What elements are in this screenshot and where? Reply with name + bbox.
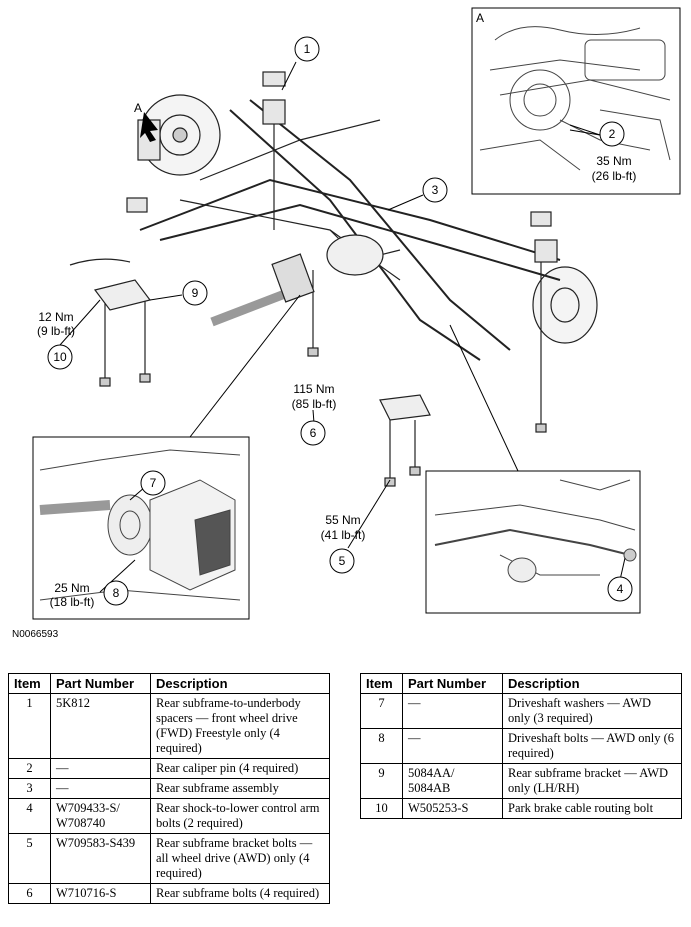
row-desc: Rear shock-to-lower control arm bolts (2… xyxy=(150,798,330,834)
table-row: 4 W709433-S/ W708740 Rear shock-to-lower… xyxy=(8,798,330,834)
parts-table-right: Item Part Number Description 7 — Drivesh… xyxy=(360,673,682,819)
row-part: W709583-S439 xyxy=(50,833,151,884)
row-item: 7 xyxy=(360,693,403,729)
callout-10: 10 xyxy=(47,344,73,370)
row-desc: Driveshaft washers — AWD only (3 require… xyxy=(502,693,682,729)
table-row: 3 — Rear subframe assembly xyxy=(8,778,330,799)
callout-2: 2 xyxy=(599,121,625,147)
row-item: 3 xyxy=(8,778,51,799)
row-item: 10 xyxy=(360,798,403,819)
callout-9: 9 xyxy=(182,280,208,306)
header-item: Item xyxy=(8,673,51,694)
row-part: 5084AA/ 5084AB xyxy=(402,763,503,799)
row-item: 4 xyxy=(8,798,51,834)
callout-1: 1 xyxy=(294,36,320,62)
row-item: 1 xyxy=(8,693,51,759)
torque-6-lbft: (85 lb-ft) xyxy=(292,397,337,411)
callout-5-label: 5 xyxy=(339,554,346,568)
row-desc: Rear subframe bracket — AWD only (LH/RH) xyxy=(502,763,682,799)
callout-7-label: 7 xyxy=(150,476,157,490)
header-description: Description xyxy=(150,673,330,694)
inset-a-label: A xyxy=(476,11,484,25)
torque-8-lbft: (18 lb-ft) xyxy=(50,595,95,609)
torque-5-nm: 55 Nm xyxy=(325,513,360,527)
inset-shock xyxy=(425,324,641,614)
row-desc: Rear subframe assembly xyxy=(150,778,330,799)
subframe-drawing xyxy=(69,71,598,487)
table-row: 9 5084AA/ 5084AB Rear subframe bracket —… xyxy=(360,763,682,799)
row-item: 2 xyxy=(8,758,51,779)
inset-a xyxy=(471,7,681,195)
table-row: 1 5K812 Rear subframe-to-underbody space… xyxy=(8,693,330,759)
callout-2-label: 2 xyxy=(609,127,616,141)
callout-3: 3 xyxy=(422,177,448,203)
callout-3-label: 3 xyxy=(432,183,439,197)
row-item: 5 xyxy=(8,833,51,884)
table-row: 7 — Driveshaft washers — AWD only (3 req… xyxy=(360,693,682,729)
callout-9-label: 9 xyxy=(192,286,199,300)
table-header-row: Item Part Number Description xyxy=(360,673,682,694)
callout-10-label: 10 xyxy=(53,350,67,364)
row-item: 6 xyxy=(8,883,51,904)
callout-5: 5 xyxy=(329,548,355,574)
row-desc: Park brake cable routing bolt xyxy=(502,798,682,819)
table-row: 2 — Rear caliper pin (4 required) xyxy=(8,758,330,779)
header-part-number: Part Number xyxy=(402,673,503,694)
row-desc: Rear subframe bolts (4 required) xyxy=(150,883,330,904)
row-desc: Rear subframe bracket bolts — all wheel … xyxy=(150,833,330,884)
callout-6: 6 xyxy=(300,420,326,446)
table-row: 5 W709583-S439 Rear subframe bracket bol… xyxy=(8,833,330,884)
row-part: W505253-S xyxy=(402,798,503,819)
row-part: — xyxy=(402,693,503,729)
callout-7: 7 xyxy=(140,470,166,496)
parts-table-left: Item Part Number Description 1 5K812 Rea… xyxy=(8,673,330,904)
callouts: 1 2 3 4 5 6 7 8 9 10 xyxy=(47,36,633,606)
torque-5-lbft: (41 lb-ft) xyxy=(321,528,366,542)
exploded-diagram: 1 2 3 4 5 6 7 8 9 10 A A 35 Nm (26 lb-ft… xyxy=(32,7,681,620)
torque-8-nm: 25 Nm xyxy=(54,581,89,595)
row-part: — xyxy=(50,758,151,779)
header-description: Description xyxy=(502,673,682,694)
header-item: Item xyxy=(360,673,403,694)
table-row: 6 W710716-S Rear subframe bolts (4 requi… xyxy=(8,883,330,904)
row-part: W710716-S xyxy=(50,883,151,904)
row-part: W709433-S/ W708740 xyxy=(50,798,151,834)
callout-4-label: 4 xyxy=(617,582,624,596)
view-arrow xyxy=(140,112,158,142)
header-part-number: Part Number xyxy=(50,673,151,694)
torque-6-nm: 115 Nm xyxy=(293,382,334,396)
row-item: 9 xyxy=(360,763,403,799)
table-row: 8 — Driveshaft bolts — AWD only (6 requi… xyxy=(360,728,682,764)
callout-6-label: 6 xyxy=(310,426,317,440)
arrow-a-label: A xyxy=(134,101,142,115)
figure-id: N0066593 xyxy=(12,629,59,640)
callout-1-label: 1 xyxy=(304,42,311,56)
torque-2-nm: 35 Nm xyxy=(596,154,631,168)
callout-4: 4 xyxy=(607,576,633,602)
row-part: — xyxy=(402,728,503,764)
row-desc: Driveshaft bolts — AWD only (6 required) xyxy=(502,728,682,764)
callout-8-label: 8 xyxy=(113,586,120,600)
table-header-row: Item Part Number Description xyxy=(8,673,330,694)
row-item: 8 xyxy=(360,728,403,764)
callout-8: 8 xyxy=(103,580,129,606)
row-part: — xyxy=(50,778,151,799)
row-part: 5K812 xyxy=(50,693,151,759)
row-desc: Rear subframe-to-underbody spacers — fro… xyxy=(150,693,330,759)
row-desc: Rear caliper pin (4 required) xyxy=(150,758,330,779)
table-row: 10 W505253-S Park brake cable routing bo… xyxy=(360,798,682,819)
torque-10-nm: 12 Nm xyxy=(38,310,73,324)
inset-driveshaft xyxy=(32,294,301,620)
torque-specs: 35 Nm (26 lb-ft) 12 Nm (9 lb-ft) 115 Nm … xyxy=(37,154,636,609)
torque-2-lbft: (26 lb-ft) xyxy=(592,169,637,183)
torque-10-lbft: (9 lb-ft) xyxy=(37,324,75,338)
